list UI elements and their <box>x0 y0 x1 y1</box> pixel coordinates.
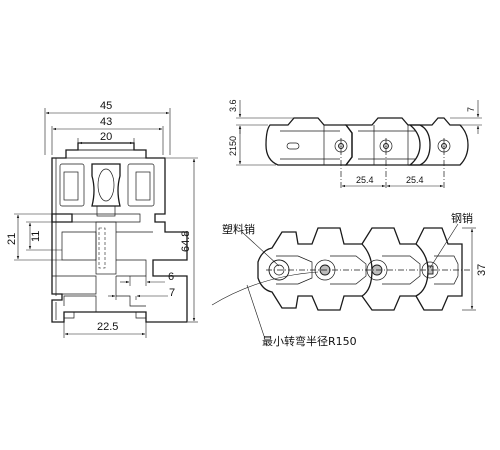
top-link-1 <box>265 117 353 166</box>
dim-height-64-8: 64.8 <box>180 231 192 252</box>
dim-width-20: 20 <box>100 131 112 143</box>
top-link-3 <box>408 117 469 166</box>
min-radius-arc <box>211 271 319 306</box>
dim-6: 6 <box>168 271 174 283</box>
dim-22-5: 22.5 <box>97 321 118 333</box>
side-view: 塑料销 钢销 最小转弯半径R150 37 <box>211 211 488 348</box>
dim-2150: 2150 <box>228 136 238 156</box>
dim-7-top: 7 <box>466 107 476 112</box>
top-view: 3.6 2150 7 25.4 25.4 <box>228 99 482 190</box>
dim-height-11: 11 <box>30 231 42 242</box>
dim-3-6: 3.6 <box>228 99 238 112</box>
side-link-3 <box>415 227 463 311</box>
pitch-1: 25.4 <box>356 175 374 185</box>
label-min-radius: 最小转弯半径R150 <box>262 334 357 348</box>
dim-37: 37 <box>476 264 488 276</box>
label-steel-pin: 钢销 <box>451 211 473 225</box>
dim-7: 7 <box>169 287 175 299</box>
label-plastic-pin: 塑料销 <box>222 222 255 236</box>
dim-height-21: 21 <box>6 233 18 245</box>
front-view: 45 43 20 64.8 21 11 6 <box>6 100 198 338</box>
dim-width-43: 43 <box>100 116 112 128</box>
dim-width-45: 45 <box>100 100 112 112</box>
pitch-2: 25.4 <box>406 175 424 185</box>
center-roller <box>91 163 121 207</box>
